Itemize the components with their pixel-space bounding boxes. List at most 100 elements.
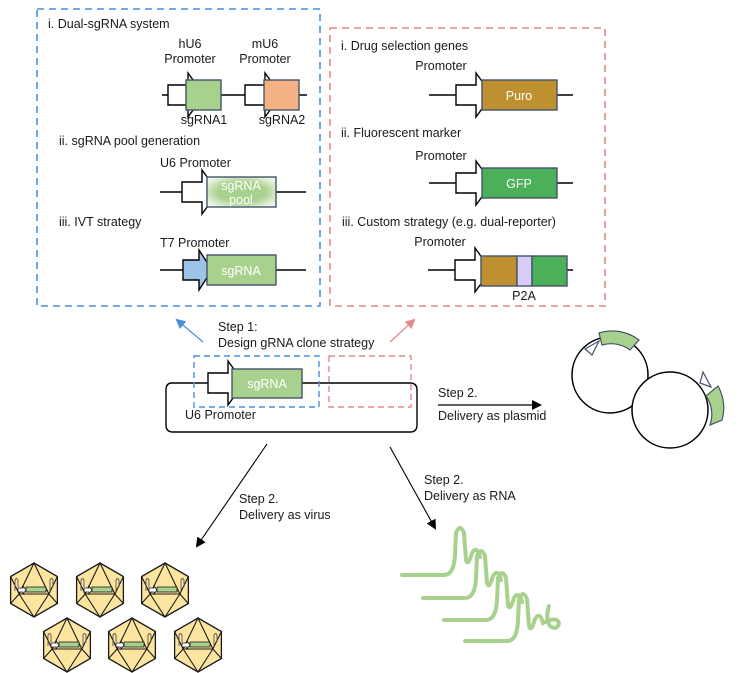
virus-delivery-label: Delivery as virus — [239, 508, 331, 522]
arrow-to-right-panel — [389, 318, 416, 343]
rna-molecules — [400, 526, 562, 643]
capsid-facet — [174, 648, 222, 659]
virus-particle — [75, 561, 125, 619]
viral-sgrna-cassette — [91, 586, 113, 593]
viral-sgrna-cassette — [123, 641, 145, 648]
plasmid2-promoter-icon — [699, 370, 713, 389]
ivt-sgrna-block — [206, 254, 277, 286]
sgrna-pool-label-line2: pool — [229, 193, 253, 207]
puro-promoter-label: Promoter — [415, 59, 466, 73]
vector-backbone — [165, 382, 418, 433]
center-u6-promoter-label: U6 Promoter — [185, 408, 256, 422]
itr-hairpin — [178, 633, 183, 646]
plasmid-delivery-label: Delivery as plasmid — [438, 409, 546, 423]
step1-description: Design gRNA clone strategy — [218, 336, 375, 350]
capsid-facet — [43, 648, 91, 659]
drug-selection-title: i. Drug selection genes — [341, 39, 468, 53]
viral-promoter-icon — [115, 639, 125, 651]
itr-hairpin — [147, 633, 152, 646]
capsid-facet — [51, 648, 83, 673]
sgrna-pool-title: ii. sgRNA pool generation — [59, 134, 200, 148]
viral-sgrna-cassette — [189, 641, 211, 648]
virus-particle — [42, 616, 92, 673]
right-panel-border — [329, 27, 606, 307]
custom-strategy-title: iii. Custom strategy (e.g. dual-reporter… — [342, 215, 556, 229]
virus-delivery-arrow — [195, 443, 268, 548]
capsid-facet — [182, 616, 214, 650]
sgrna1-block — [185, 79, 222, 111]
viral-promoter-icon — [181, 639, 191, 651]
capsid-facet — [76, 593, 124, 604]
rna-strand — [421, 549, 503, 600]
center-sgrna-label: sgRNA — [247, 377, 287, 391]
left-panel-border — [36, 8, 321, 307]
capsid-facet — [116, 648, 148, 673]
itr-hairpin — [82, 633, 87, 646]
marker-cassette-slot — [328, 355, 412, 408]
plasmid2-insert — [705, 385, 725, 427]
capsid-facet — [51, 616, 83, 650]
viral-sgrna-cassette — [156, 586, 178, 593]
capsid-facet — [108, 648, 156, 659]
hu6-promoter-label: Promoter — [164, 52, 215, 66]
sgrna-pool-block — [206, 176, 277, 208]
capsid-facet — [149, 593, 181, 619]
capsid-facet — [182, 648, 214, 673]
rna-strand — [400, 526, 482, 577]
p2a-label: P2A — [512, 289, 536, 303]
itr-hairpin — [213, 633, 218, 646]
dual-reporter-promoter-label: Promoter — [414, 235, 465, 249]
capsid-facet — [18, 561, 50, 595]
itr-hairpin — [14, 578, 19, 591]
sgrna-pool-label-line1: sgRNA — [221, 179, 261, 193]
rna-strand — [463, 592, 562, 643]
u6-promoter-label: U6 Promoter — [160, 156, 231, 170]
center-construct: sgRNA U6 Promoter — [165, 355, 418, 433]
capsid-facet — [149, 561, 181, 595]
t7-promoter-arrow-icon — [182, 247, 213, 293]
viral-sgrna-cassette — [25, 586, 47, 593]
gfp-block — [481, 167, 558, 199]
plasmids — [571, 330, 725, 449]
rna-delivery-label: Delivery as RNA — [424, 489, 516, 503]
reporter1-block — [480, 255, 518, 287]
virus-particle — [9, 561, 59, 619]
itr-hairpin — [80, 578, 85, 591]
itr-hairpin — [115, 578, 120, 591]
viral-promoter-icon — [50, 639, 60, 651]
gfp-promoter-label: Promoter — [415, 149, 466, 163]
viral-promoter-icon — [17, 584, 27, 596]
left-panel-sgrna-strategies: i. Dual-sgRNA system hU6 Promoter mU6 Pr… — [36, 8, 321, 307]
capsid-facet — [84, 561, 116, 595]
plasmid-circle-2 — [631, 371, 709, 449]
plasmid1-insert — [598, 330, 640, 351]
sgrna-cassette-slot — [193, 355, 320, 408]
reporter2-block — [531, 255, 568, 287]
ivt-strategy-title: iii. IVT strategy — [59, 215, 142, 229]
rna-delivery-arrow — [389, 446, 436, 530]
viral-sgrna-cassette — [58, 641, 80, 648]
puro-label: Puro — [506, 89, 532, 103]
puro-block — [481, 79, 558, 111]
fluorescent-marker-title: ii. Fluorescent marker — [341, 126, 461, 140]
capsid-facet — [84, 593, 116, 619]
virus-particles — [9, 561, 223, 673]
mu6-label: mU6 — [252, 37, 278, 51]
sgrna2-label: sgRNA2 — [259, 113, 306, 127]
rna-step-label: Step 2. — [424, 473, 464, 487]
virus-particle — [173, 616, 223, 673]
capsid-facet — [18, 593, 50, 619]
viral-promoter-icon — [83, 584, 93, 596]
itr-hairpin — [112, 633, 117, 646]
viral-promoter-icon — [148, 584, 158, 596]
virus-step-label: Step 2. — [239, 492, 279, 506]
arrow-to-left-panel — [175, 318, 204, 343]
dual-sgrna-title: i. Dual-sgRNA system — [48, 17, 170, 31]
right-panel-marker-strategies: i. Drug selection genes Promoter Puro ii… — [329, 27, 606, 307]
plasmid-step-label: Step 2. — [438, 386, 478, 400]
mu6-promoter-label: Promoter — [239, 52, 290, 66]
t7-promoter-label: T7 Promoter — [160, 236, 229, 250]
itr-hairpin — [180, 578, 185, 591]
hu6-label: hU6 — [179, 37, 202, 51]
